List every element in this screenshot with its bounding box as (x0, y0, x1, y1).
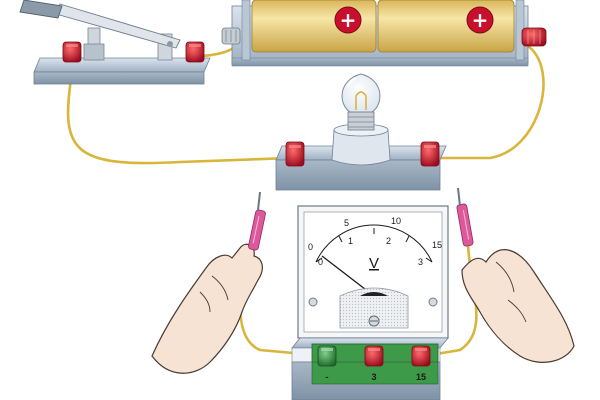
svg-text:3: 3 (371, 372, 376, 382)
battery-terminal-left[interactable] (221, 27, 241, 45)
right-probe[interactable] (456, 187, 474, 247)
wire-switch-to-lamp (66, 70, 292, 165)
zero-adjust-screw[interactable] (368, 315, 380, 327)
meter-terminal-15v[interactable]: 15 (411, 345, 431, 382)
lamp-terminal-left[interactable] (285, 141, 305, 167)
scale-label-10: 10 (391, 216, 401, 226)
voltmeter: 0 5 10 15 0 1 2 3 V - (291, 205, 449, 400)
left-probe[interactable] (248, 191, 266, 251)
scale-label-low-1: 1 (348, 236, 353, 246)
switch-handle[interactable] (19, 0, 63, 19)
svg-text:+: + (340, 8, 357, 32)
meter-terminal-3v[interactable]: 3 (364, 345, 384, 382)
lamp-terminal-right[interactable] (420, 141, 440, 167)
svg-text:+: + (472, 8, 489, 32)
scale-label-low-3: 3 (418, 257, 423, 267)
light-bulb (341, 73, 381, 113)
plus-icon: + (466, 6, 494, 34)
scale-label-low-2: 2 (386, 236, 391, 246)
plus-icon: + (334, 6, 362, 34)
meter-terminal-negative[interactable]: - (317, 345, 337, 382)
switch-terminal-left[interactable] (62, 41, 82, 63)
wire-right-probe (422, 242, 478, 358)
knife-switch[interactable] (19, 0, 211, 85)
unit-symbol: V (369, 255, 379, 272)
battery-terminal-right[interactable] (521, 27, 547, 47)
wire-battery-to-lamp (430, 44, 545, 160)
lamp-assembly (275, 73, 447, 191)
filament (355, 91, 367, 110)
right-hand (461, 249, 575, 363)
battery-holder: + + (221, 0, 547, 67)
scale-label-5: 5 (344, 218, 349, 228)
left-hand (151, 243, 263, 374)
switch-blade[interactable] (55, 3, 181, 49)
scale-label-low-0: 0 (318, 257, 323, 267)
switch-terminal-right[interactable] (185, 41, 205, 63)
scale-arc (315, 224, 433, 263)
scale-ticks (315, 228, 433, 263)
battery-cell-1: + (251, 0, 377, 53)
battery-cell-2: + (377, 0, 515, 53)
scale-label-0: 0 (308, 242, 313, 252)
scale-label-15: 15 (432, 240, 442, 250)
svg-text:15: 15 (416, 372, 426, 382)
svg-text:-: - (326, 372, 329, 382)
